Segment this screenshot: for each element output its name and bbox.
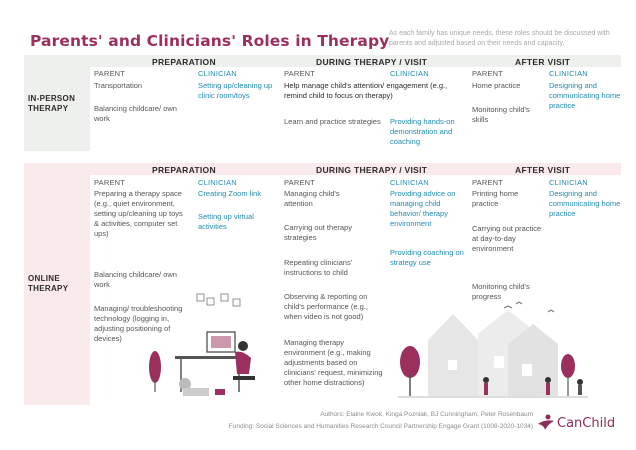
- inperson-after-header: AFTER VISIT: [515, 57, 571, 67]
- inperson-during-clinician-1: Providing hands-on demonstration and coa…: [390, 117, 455, 146]
- inperson-prep-header: PREPARATION: [152, 57, 216, 67]
- online-prep-parent-2: Balancing childcare/ own work: [94, 270, 177, 289]
- intro-note: As each family has unique needs, these r…: [389, 30, 610, 47]
- inperson-after-clinician-1: Designing and communicating home practic…: [549, 81, 621, 110]
- inperson-after-clinician-role: CLINICIAN: [549, 69, 588, 78]
- inperson-side-band: [24, 67, 90, 151]
- inperson-label: IN-PERSON THERAPY: [28, 94, 76, 113]
- online-header-band: [24, 163, 621, 175]
- online-during-parent-1: Managing child's attention: [284, 189, 340, 208]
- online-during-parent-role: PARENT: [284, 178, 316, 187]
- inperson-prep-parent-role: PARENT: [94, 69, 126, 78]
- online-prep-parent-role: PARENT: [94, 178, 126, 187]
- online-prep-clinician-1: Creating Zoom link: [198, 189, 261, 198]
- online-side-band: [24, 175, 90, 405]
- inperson-during-clinician-role: CLINICIAN: [390, 69, 429, 78]
- online-during-parent-3: Repeating clinicians' instructions to ch…: [284, 258, 353, 277]
- online-after-parent-2: Carrying out practice at day-to-day envi…: [472, 224, 542, 253]
- online-after-header: AFTER VISIT: [515, 165, 571, 175]
- online-during-parent-4: Observing & reporting on child's perform…: [284, 292, 368, 321]
- online-during-clinician-1: Providing advice on managing child behav…: [390, 189, 456, 228]
- footer-funding: Funding: Social Sciences and Humanities …: [228, 423, 533, 430]
- inperson-prep-clinician-1: Setting up/cleaning up clinic room/toys: [198, 81, 273, 100]
- online-during-clinician-2: Providing coaching on strategy use: [390, 248, 464, 267]
- online-after-parent-1: Printing home practice: [472, 189, 519, 208]
- online-during-header: DURING THERAPY / VISIT: [316, 165, 428, 175]
- inperson-prep-parent-1: Transportation: [94, 81, 143, 90]
- inperson-during-parent-1: Help manage child's attention/ engagemen…: [284, 81, 448, 100]
- inperson-during-parent-role: PARENT: [284, 69, 316, 78]
- neighbourhood-illustration: [398, 301, 588, 398]
- inperson-prep-parent-2: Balancing childcare/ own work: [94, 104, 177, 123]
- inperson-during-header: DURING THERAPY / VISIT: [316, 57, 428, 67]
- inperson-after-parent-1: Home practice: [472, 81, 521, 90]
- online-prep-parent-1: Preparing a therapy space (e.g., quiet e…: [94, 189, 183, 238]
- inperson-prep-clinician-role: CLINICIAN: [198, 69, 237, 78]
- online-during-parent-2: Carrying out therapy strategies: [284, 223, 352, 242]
- canchild-logo-icon: [538, 414, 554, 430]
- home-office-illustration: [149, 293, 255, 396]
- online-after-clinician-1: Designing and communicating home practic…: [549, 189, 621, 218]
- online-after-clinician-role: CLINICIAN: [549, 178, 588, 187]
- online-prep-parent-3: Managing/ troubleshooting technology (lo…: [94, 304, 183, 343]
- page-title: Parents' and Clinicians' Roles in Therap…: [30, 32, 390, 50]
- online-prep-header: PREPARATION: [152, 165, 216, 175]
- online-after-parent-role: PARENT: [472, 178, 504, 187]
- online-during-parent-5: Managing therapy environment (e.g., maki…: [284, 338, 383, 387]
- inperson-header-band: [24, 55, 621, 67]
- online-prep-clinician-role: CLINICIAN: [198, 178, 237, 187]
- footer-authors: Authors: Elaine Kwok, Kinga Pozniak, BJ …: [320, 411, 533, 418]
- online-prep-clinician-2: Setting up virtual activities: [198, 212, 254, 231]
- inperson-during-parent-2: Learn and practice strategies: [284, 117, 381, 126]
- inperson-after-parent-role: PARENT: [472, 69, 504, 78]
- online-during-clinician-role: CLINICIAN: [390, 178, 429, 187]
- online-after-parent-3: Monitoring child's progress: [472, 282, 530, 301]
- canchild-logo-text: CanChild: [557, 416, 616, 431]
- inperson-after-parent-2: Monitoring child's skills: [472, 105, 530, 124]
- online-label: ONLINE THERAPY: [28, 274, 69, 293]
